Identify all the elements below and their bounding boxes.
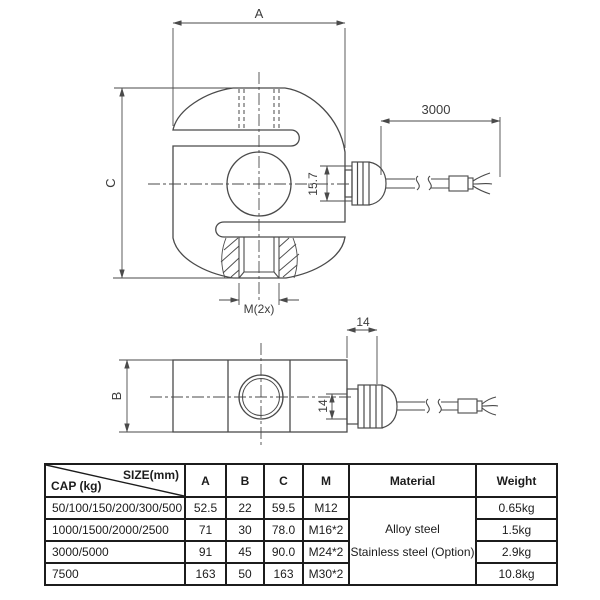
b-cell: 45 [225, 540, 265, 564]
weight-cell: 0.65kg [475, 496, 558, 520]
size-cap-header-cell: SIZE(mm) CAP (kg) [44, 463, 186, 498]
material-line-1: Alloy steel [385, 522, 440, 536]
cable-gland-side [346, 384, 398, 429]
dimension-gland-boss [326, 393, 347, 420]
cap-cell: 50/100/150/200/300/500 [44, 496, 186, 520]
dim-gland-protrusion-label: 14 [356, 315, 370, 329]
cap-header-label: CAP (kg) [51, 479, 102, 493]
wire-ends-side [481, 396, 499, 416]
weight-cell: 1.5kg [475, 518, 558, 542]
column-header-m: M [302, 463, 350, 498]
m-cell: M24*2 [302, 540, 350, 564]
cable-length-label: 3000 [422, 102, 451, 117]
diagonal-divider [47, 466, 183, 495]
table-row: 7500 163 50 163 M30*2 10.8kg [44, 562, 558, 586]
c-cell: 90.0 [263, 540, 304, 564]
b-cell: 22 [225, 496, 265, 520]
thread-label: M(2x) [244, 302, 275, 316]
c-cell: 78.0 [263, 518, 304, 542]
wire-ends [472, 172, 493, 195]
b-cell: 30 [225, 518, 265, 542]
dim-c-label: C [103, 178, 118, 187]
table-row: 3000/5000 91 45 90.0 M24*2 2.9kg [44, 540, 558, 564]
m-cell: M30*2 [302, 562, 350, 586]
front-view: A C 15.7 M(2x) [103, 6, 501, 316]
dim-b-label: B [109, 392, 124, 401]
dim-gland-boss-label: 14 [316, 399, 330, 413]
column-header-weight: Weight [475, 463, 558, 498]
dim-a-label: A [255, 6, 264, 21]
cap-cell: 3000/5000 [44, 540, 186, 564]
front-centerlines [148, 72, 352, 302]
size-header-label: SIZE(mm) [122, 468, 179, 482]
material-cell: Alloy steel Stainless steel (Option) [348, 496, 477, 586]
a-cell: 52.5 [184, 496, 227, 520]
material-line-2: Stainless steel (Option) [350, 545, 475, 559]
table-row: 50/100/150/200/300/500 52.5 22 59.5 M12 … [44, 496, 558, 586]
spec-table: SIZE(mm) CAP (kg) A B C M Material Weigh… [44, 463, 558, 586]
cap-cell: 1000/1500/2000/2500 [44, 518, 186, 542]
c-cell: 163 [263, 562, 304, 586]
weight-cell: 10.8kg [475, 562, 558, 586]
weight-cell: 2.9kg [475, 540, 558, 564]
side-centerlines [150, 343, 352, 448]
dimension-gland-height [320, 165, 352, 202]
s-body-outline [172, 87, 346, 279]
section-hatching [220, 237, 300, 279]
dim-gland-height-label: 15.7 [306, 172, 320, 196]
dimension-c [113, 87, 240, 279]
cable-front [386, 172, 493, 195]
a-cell: 71 [184, 518, 227, 542]
m-cell: M16*2 [302, 518, 350, 542]
cable-gland-front [344, 161, 387, 206]
a-cell: 163 [184, 562, 227, 586]
table-row: 1000/1500/2000/2500 71 30 78.0 M16*2 1.5… [44, 518, 558, 542]
cap-cell: 7500 [44, 562, 186, 586]
column-header-b: B [225, 463, 265, 498]
cable-ferrule-side [457, 398, 478, 414]
column-header-material: Material [348, 463, 477, 498]
side-view: B 14 14 [109, 315, 499, 448]
side-body-outline [172, 359, 348, 433]
column-header-c: C [263, 463, 304, 498]
dimension-thread [219, 283, 299, 305]
dimension-b [119, 359, 173, 433]
cable-ferrule [448, 175, 469, 192]
cable-side [397, 396, 499, 416]
technical-drawing: A C 15.7 M(2x) [103, 6, 501, 448]
dimension-a [172, 20, 346, 148]
dimension-cable-length [380, 117, 501, 177]
dimension-gland-protrusion [346, 327, 378, 384]
column-header-a: A [184, 463, 227, 498]
bottom-thread-hole [238, 237, 280, 279]
a-cell: 91 [184, 540, 227, 564]
b-cell: 50 [225, 562, 265, 586]
m-cell: M12 [302, 496, 350, 520]
table-header-row: SIZE(mm) CAP (kg) A B C M Material Weigh… [44, 463, 558, 498]
c-cell: 59.5 [263, 496, 304, 520]
